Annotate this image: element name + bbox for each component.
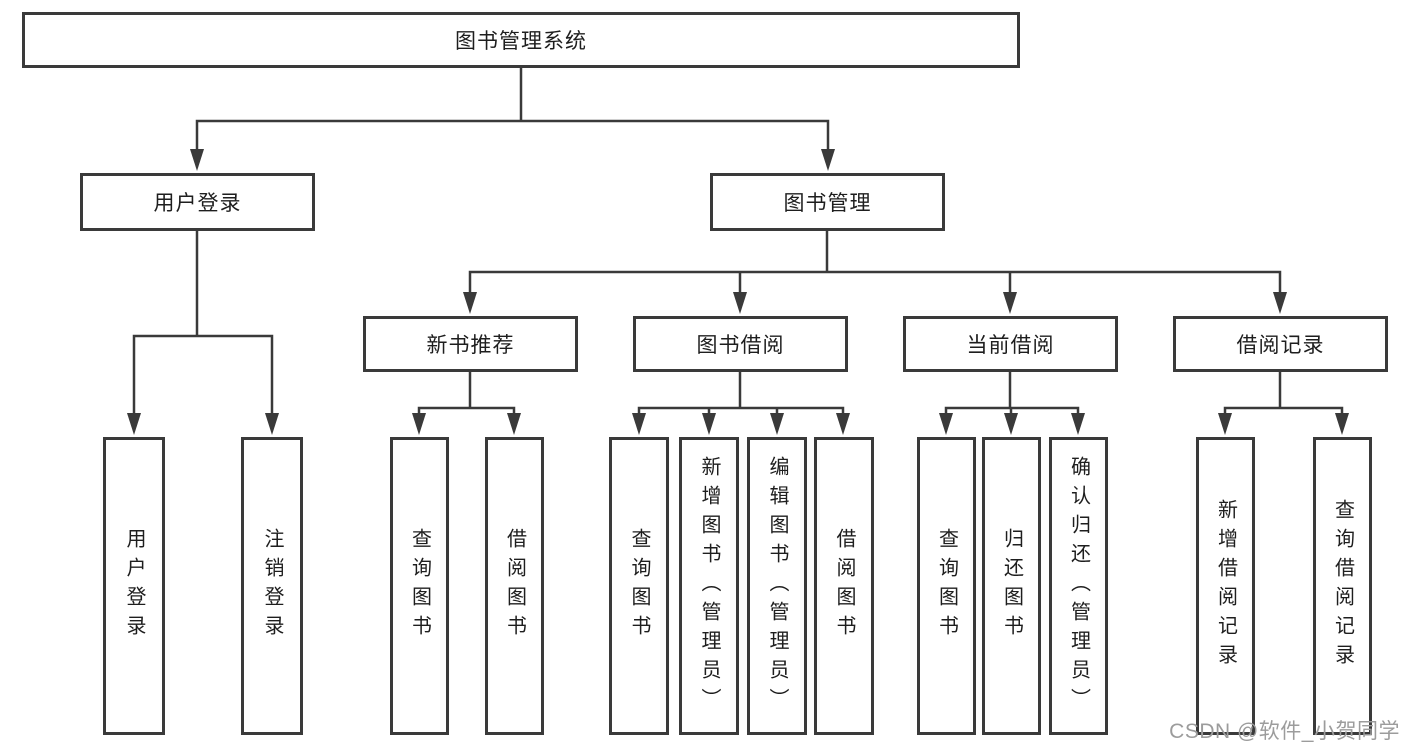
- node-root-label: 图书管理系统: [455, 30, 587, 53]
- leaf-query-books-recommend-label: 查询图书: [408, 528, 431, 644]
- leaf-return-books: 归还图书: [982, 437, 1041, 735]
- arrowhead-down-icon: [190, 149, 204, 171]
- arrowhead-down-icon: [939, 413, 953, 435]
- arrowhead-down-icon: [507, 413, 521, 435]
- node-root: 图书管理系统: [22, 12, 1020, 68]
- node-book-borrowing-label: 图书借阅: [696, 334, 785, 357]
- arrowhead-down-icon: [821, 149, 835, 171]
- leaf-logout-label: 注销登录: [261, 528, 283, 644]
- leaf-user-login: 用户登录: [103, 437, 165, 735]
- arrowhead-down-icon: [1071, 413, 1085, 435]
- node-user-login-label: 用户登录: [153, 192, 242, 215]
- arrowhead-down-icon: [1335, 413, 1349, 435]
- leaf-borrow-books-borrowing: 借阅图书: [814, 437, 874, 735]
- arrowhead-down-icon: [1003, 292, 1017, 314]
- leaf-borrow-books-recommend-label: 借阅图书: [503, 528, 526, 644]
- arrowhead-down-icon: [463, 292, 477, 314]
- arrowhead-down-icon: [770, 413, 784, 435]
- leaf-borrow-books-borrowing-label: 借阅图书: [833, 528, 855, 644]
- leaf-query-borrow-record-label: 查询借阅记录: [1331, 499, 1354, 673]
- leaf-add-book-admin: 新增图书（管理员）: [679, 437, 739, 735]
- node-book-borrowing: 图书借阅: [633, 316, 848, 372]
- connector-root: [195, 64, 830, 159]
- node-new-book-recommendation: 新书推荐: [363, 316, 578, 372]
- leaf-confirm-return-admin: 确认归还（管理员）: [1049, 437, 1108, 735]
- arrowhead-down-icon: [1273, 292, 1287, 314]
- csdn-watermark: CSDN @软件_小贺同学: [1169, 720, 1400, 743]
- leaf-borrow-books-recommend: 借阅图书: [485, 437, 544, 735]
- leaf-add-borrow-record-label: 新增借阅记录: [1214, 499, 1237, 673]
- connector-user-login: [132, 229, 274, 421]
- node-current-borrowing-label: 当前借阅: [966, 334, 1055, 357]
- leaf-query-books-borrowing: 查询图书: [609, 437, 669, 735]
- arrowhead-down-icon: [127, 413, 141, 435]
- leaf-add-book-admin-label: 新增图书（管理员）: [698, 455, 720, 717]
- leaf-query-books-current-label: 查询图书: [935, 528, 958, 644]
- leaf-query-books-borrowing-label: 查询图书: [628, 528, 650, 644]
- leaf-user-login-label: 用户登录: [123, 528, 145, 644]
- node-borrowing-records: 借阅记录: [1173, 316, 1388, 372]
- connector-new-book-recommendation: [417, 370, 516, 421]
- arrowhead-down-icon: [836, 413, 850, 435]
- node-book-management-label: 图书管理: [783, 192, 872, 215]
- leaf-edit-book-admin-label: 编辑图书（管理员）: [766, 455, 788, 717]
- connector-current-borrowing: [944, 370, 1080, 421]
- leaf-return-books-label: 归还图书: [1000, 528, 1023, 644]
- arrowhead-down-icon: [702, 413, 716, 435]
- node-book-management: 图书管理: [710, 173, 945, 231]
- arrowhead-down-icon: [632, 413, 646, 435]
- node-current-borrowing: 当前借阅: [903, 316, 1118, 372]
- connector-book-borrowing: [637, 370, 845, 421]
- leaf-query-books-current: 查询图书: [917, 437, 976, 735]
- arrowhead-down-icon: [733, 292, 747, 314]
- connector-book-management: [468, 229, 1282, 300]
- arrowhead-down-icon: [1004, 413, 1018, 435]
- node-borrowing-records-label: 借阅记录: [1236, 334, 1325, 357]
- leaf-add-borrow-record: 新增借阅记录: [1196, 437, 1255, 735]
- arrowhead-down-icon: [1218, 413, 1232, 435]
- connector-borrowing-records: [1223, 370, 1344, 421]
- leaf-query-borrow-record: 查询借阅记录: [1313, 437, 1372, 735]
- arrowhead-down-icon: [265, 413, 279, 435]
- node-new-book-recommendation-label: 新书推荐: [426, 334, 515, 357]
- leaf-edit-book-admin: 编辑图书（管理员）: [747, 437, 807, 735]
- node-user-login: 用户登录: [80, 173, 315, 231]
- leaf-confirm-return-admin-label: 确认归还（管理员）: [1067, 455, 1090, 717]
- leaf-logout: 注销登录: [241, 437, 303, 735]
- arrowhead-down-icon: [412, 413, 426, 435]
- leaf-query-books-recommend: 查询图书: [390, 437, 449, 735]
